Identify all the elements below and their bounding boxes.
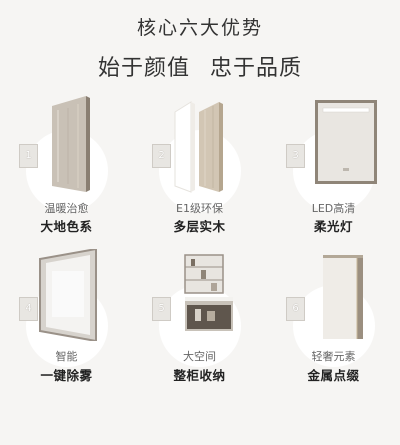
feature-card-2: 2 E1级环保 多层实木 [133,88,266,288]
defog-mirror-image [39,249,97,341]
feature-number: 3 [286,144,305,168]
feature-sub: 大空间 [183,350,216,363]
feature-card-4: 4 智能 一键除雾 [0,245,133,445]
feature-number: 5 [152,297,171,321]
feature-card-5: 5 大空间 整柜收纳 [133,245,266,445]
feature-number: 2 [152,144,171,168]
feature-card-1: 1 温暖治愈 大地色系 [0,88,133,288]
feature-card-3: 3 LED高清 柔光灯 [267,88,400,288]
multi-layer-board-image [174,101,223,193]
feature-main: 一键除雾 [40,368,93,383]
feature-card-6: 6 轻奢元素 金属点缀 [267,245,400,445]
slogan-right: 忠于品质 [210,56,303,81]
feature-main: 金属点缀 [307,368,360,383]
feature-sub: E1级环保 [176,202,223,215]
headline: 核心六大优势 [136,17,263,39]
feature-main: 整柜收纳 [173,368,226,383]
slogan-left: 始于颜值 [97,56,190,81]
feature-number: 6 [286,297,305,321]
feature-main: 柔光灯 [313,219,353,234]
led-mirror-image [315,100,377,184]
feature-sub: 智能 [55,350,78,363]
feature-main: 大地色系 [40,219,93,234]
storage-cabinet-image [184,254,233,331]
feature-sub: 温暖治愈 [44,202,89,215]
feature-sub: 轻奢元素 [311,350,356,363]
metal-trim-cabinet-image [323,255,363,339]
feature-main: 多层实木 [173,219,226,234]
feature-sub: LED高清 [311,202,356,215]
slogan: 始于颜值忠于品质 [0,50,400,82]
feature-number: 4 [19,297,38,321]
cabinet-door-image [52,96,90,192]
feature-number: 1 [19,144,38,168]
